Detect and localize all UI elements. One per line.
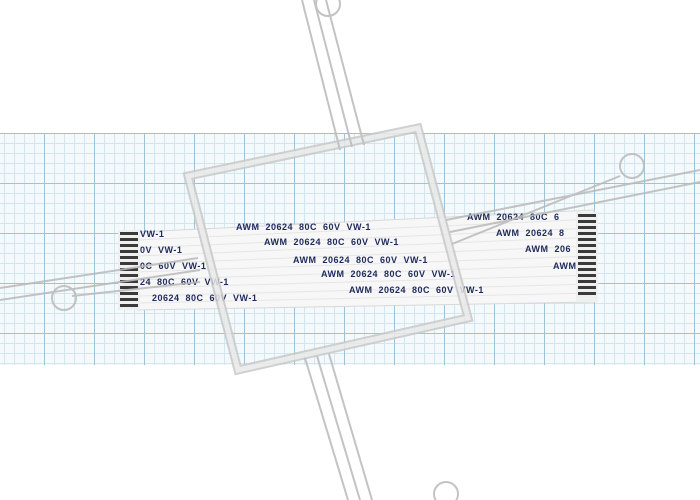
cable-print-fragment-right-2: AWM 20624 8 [496,228,565,238]
cable-print-line-4: AWM 20624 80C 60V VW-1 [321,269,456,279]
cable-print-fragment-left-1: VW-1 [140,229,165,239]
cable-print-fragment-left-4: 24 80C 60V VW-1 [140,277,229,287]
right-contacts [576,212,598,302]
cable-print-line-2: AWM 20624 80C 60V VW-1 [264,237,399,247]
cable-print-fragment-right-4: AWM [553,261,577,271]
cable-print-fragment-left-2: 0V VW-1 [140,245,183,255]
left-contacts [118,230,140,310]
cable-print-fragment-left-5: 20624 80C 60V VW-1 [152,293,258,303]
cable-print-fragment-right-3: AWM 206 [525,244,572,254]
cable-print-line-1: AWM 20624 80C 60V VW-1 [236,222,371,232]
cable-print-fragment-left-3: 0C 60V VW-1 [140,261,207,271]
cable-print-line-3: AWM 20624 80C 60V VW-1 [293,255,428,265]
cable-print-fragment-right-1: AWM 20624 80C 6 [467,212,560,222]
cable-print-line-5: AWM 20624 80C 60V VW-1 [349,285,484,295]
